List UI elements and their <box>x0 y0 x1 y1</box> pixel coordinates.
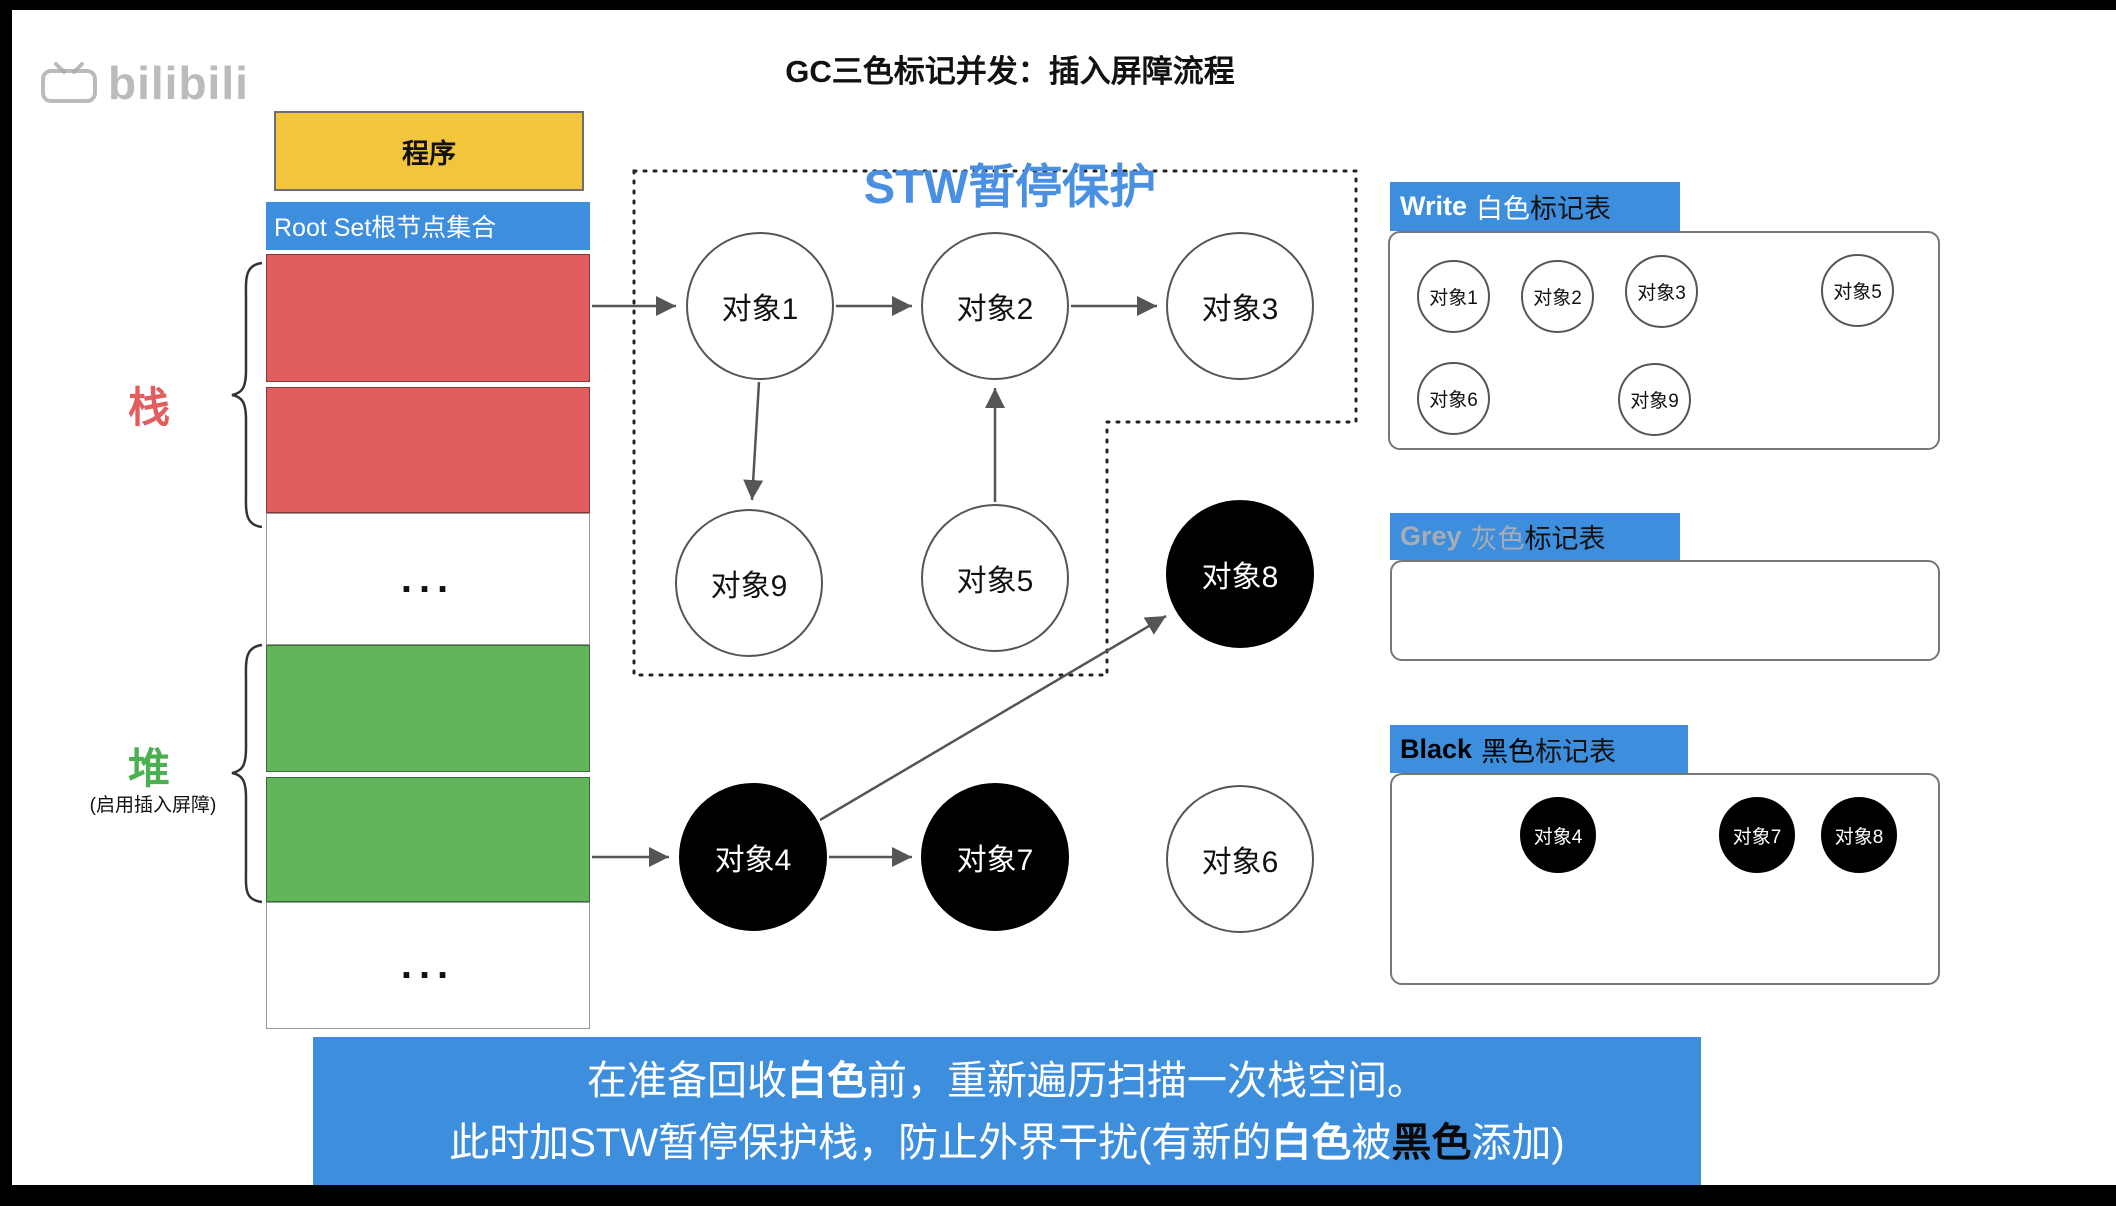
grey-table-title-en: Grey <box>1400 521 1462 551</box>
node-obj2: 对象2 <box>921 232 1069 380</box>
banner-line2-pre: 此时加STW暂停保护栈，防止外界干扰(有新的 <box>449 1120 1272 1165</box>
banner-line1-post: 前，重新遍历扫描一次栈空间。 <box>867 1058 1427 1103</box>
arrow-obj1-to-obj9 <box>743 381 764 501</box>
memory-block-program: 程序 <box>274 111 584 191</box>
stack-label: 栈 <box>128 384 171 431</box>
banner-line2-mid: 被 <box>1351 1120 1392 1165</box>
node-obj1: 对象1 <box>686 232 834 380</box>
black-table-header: Black 黑色 标记表 <box>1390 725 1688 773</box>
grey-table-body <box>1390 560 1940 661</box>
black-item-obj4: 对象4 <box>1520 797 1596 873</box>
write-table-header: Write 白色 标记表 <box>1390 182 1680 231</box>
banner-line1-pre: 在准备回收 <box>587 1058 787 1103</box>
heap-barrier-note: (启用插入屏障) <box>89 795 217 816</box>
grey-table-title-color: 灰色 <box>1470 524 1525 554</box>
write-table-title-suffix: 标记表 <box>1530 194 1612 224</box>
bilibili-tv-icon <box>41 62 97 103</box>
banner-line-2: 此时加STW暂停保护栈，防止外界干扰(有新的白色被黑色添加) <box>449 1112 1565 1174</box>
write-item-obj1: 对象1 <box>1417 260 1490 333</box>
banner-line2-post: 添加) <box>1471 1120 1565 1165</box>
memory-block-stack-1 <box>266 254 590 382</box>
black-table-title-en: Black <box>1400 733 1473 764</box>
banner-line2-white-word: 白色 <box>1271 1120 1352 1165</box>
node-obj9: 对象9 <box>675 509 823 657</box>
letterbox-top <box>0 0 2116 10</box>
write-item-obj3: 对象3 <box>1625 255 1698 328</box>
write-table-title-en: Write <box>1400 191 1468 221</box>
memory-block-heap-2 <box>266 777 590 902</box>
write-item-obj9: 对象9 <box>1618 363 1691 436</box>
banner-line-1: 在准备回收白色前，重新遍历扫描一次栈空间。 <box>587 1050 1427 1112</box>
bilibili-watermark: bilibili <box>40 56 249 110</box>
heap-brace <box>231 643 263 904</box>
memory-block-root-set: Root Set根节点集合 <box>266 202 590 250</box>
write-table-body: 对象1 对象2 对象3 对象5 对象6 对象9 <box>1388 231 1940 450</box>
black-table-body: 对象4 对象7 对象8 <box>1390 773 1940 985</box>
node-obj8: 对象8 <box>1166 500 1314 648</box>
explanation-banner: 在准备回收白色前，重新遍历扫描一次栈空间。 此时加STW暂停保护栈，防止外界干扰… <box>313 1037 1701 1186</box>
memory-block-ellipsis-1: ... <box>266 513 590 645</box>
node-obj3: 对象3 <box>1166 232 1314 380</box>
write-item-obj5: 对象5 <box>1821 254 1894 327</box>
write-table-title-color: 白色 <box>1476 194 1531 224</box>
grey-table-header: Grey 灰色 标记表 <box>1390 513 1680 560</box>
black-item-obj7: 对象7 <box>1719 797 1795 873</box>
memory-block-ellipsis-2: ... <box>266 902 590 1029</box>
memory-block-heap-1 <box>266 645 590 772</box>
banner-line2-black-word: 黑色 <box>1391 1120 1472 1165</box>
letterbox-bottom <box>0 1185 2116 1206</box>
node-obj7: 对象7 <box>921 783 1069 931</box>
letterbox-left <box>0 0 12 1206</box>
black-table-title-color: 黑色 <box>1481 736 1536 767</box>
grey-table-title-suffix: 标记表 <box>1524 524 1606 554</box>
watermark-text: bilibili <box>108 57 249 109</box>
page-title: GC三色标记并发：插入屏障流程 <box>785 54 1235 89</box>
write-item-obj2: 对象2 <box>1521 260 1594 333</box>
black-item-obj8: 对象8 <box>1821 797 1897 873</box>
memory-block-stack-2 <box>266 387 590 513</box>
banner-line1-white-word: 白色 <box>787 1058 867 1103</box>
stw-protection-label: STW暂停保护 <box>863 160 1157 213</box>
stack-brace <box>231 261 263 529</box>
heap-label: 堆 <box>128 745 171 792</box>
black-table-title-suffix: 标记表 <box>1535 736 1617 767</box>
node-obj4: 对象4 <box>679 783 827 931</box>
write-item-obj6: 对象6 <box>1417 362 1490 435</box>
node-obj6: 对象6 <box>1166 785 1314 933</box>
node-obj5: 对象5 <box>921 504 1069 652</box>
